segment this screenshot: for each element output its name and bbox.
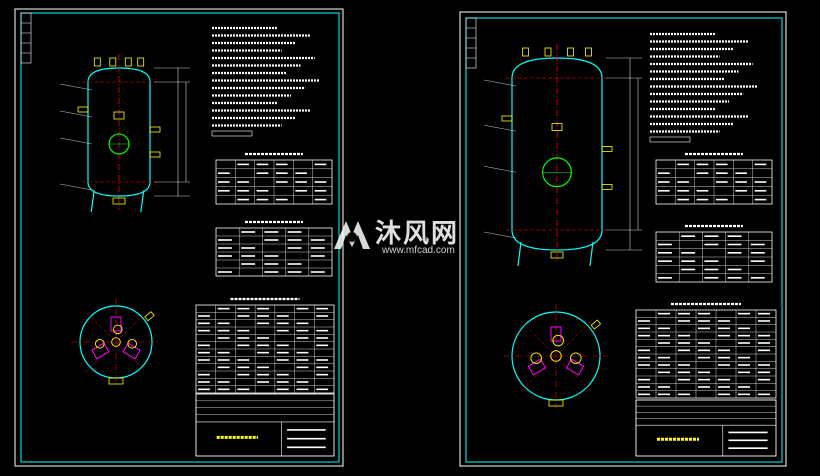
- plan-baffle: [122, 342, 141, 360]
- top-nozzle: [567, 47, 574, 57]
- leader-line: [483, 166, 517, 173]
- side-nozzle: [601, 145, 613, 152]
- plan-bottom-nozzle: [108, 377, 124, 385]
- plan-nozzle: [552, 334, 564, 347]
- plan-side-nozzle: [590, 319, 602, 330]
- sheet-inner-border: [465, 17, 783, 463]
- plan-diagonal: [520, 320, 592, 392]
- watermark-logo-icon: [334, 221, 370, 249]
- support-leg: [589, 241, 594, 267]
- support-leg: [140, 190, 145, 213]
- top-nozzle: [522, 47, 529, 57]
- plan-baffle: [527, 358, 547, 376]
- design-data-table: [215, 152, 333, 205]
- gauge-pad: [551, 123, 563, 131]
- plan-nozzle: [550, 350, 562, 362]
- plan-nozzle: [113, 324, 123, 335]
- title-block: [195, 393, 335, 457]
- plan-nozzle: [570, 352, 582, 364]
- plan-baffle: [110, 316, 122, 332]
- plan-nozzle: [127, 339, 137, 349]
- plan-nozzle: [111, 337, 121, 347]
- vessel-plan-view: [72, 298, 160, 386]
- requirement-box: [649, 136, 691, 143]
- watermark-brand-cn: 沐风网: [375, 219, 460, 249]
- vessel-plan-view: [504, 304, 608, 408]
- requirement-box: [211, 130, 253, 137]
- gauge-pad: [113, 111, 125, 120]
- vessel-elevation: [59, 54, 190, 213]
- bottom-drain-nozzle: [550, 251, 564, 259]
- top-nozzle: [585, 47, 592, 57]
- parts-list: [195, 297, 335, 394]
- plan-baffle: [565, 358, 585, 376]
- top-nozzle: [109, 57, 117, 67]
- plan-baffle: [550, 326, 562, 342]
- sheet-outer-frame: [459, 11, 787, 467]
- top-nozzle: [544, 47, 552, 57]
- plan-bottom-nozzle: [548, 399, 564, 407]
- plan-baffle: [91, 342, 110, 360]
- nozzle-table: [215, 220, 333, 277]
- leader-line: [59, 83, 93, 91]
- side-nozzle: [149, 126, 161, 133]
- leader-line: [59, 137, 93, 145]
- leader-line: [483, 125, 517, 132]
- design-data-table: [655, 152, 773, 205]
- bottom-drain-nozzle: [112, 197, 126, 205]
- title-block: [635, 399, 777, 457]
- technical-requirements-block: [649, 32, 758, 143]
- leader-line: [483, 79, 517, 87]
- side-nozzle: [501, 115, 513, 122]
- side-nozzle: [149, 151, 161, 158]
- top-nozzle: [124, 57, 132, 67]
- plan-nozzle: [530, 352, 542, 364]
- vessel-elevation: [483, 44, 642, 267]
- plan-diagonal: [86, 312, 146, 372]
- revision-column: [465, 17, 477, 69]
- title-block-outline: [635, 399, 777, 457]
- drawing-sheet-left: [14, 8, 344, 467]
- leader-line: [59, 110, 93, 118]
- drawing-sheet-right: [459, 11, 787, 467]
- plan-nozzle: [95, 339, 105, 349]
- plan-side-nozzle: [144, 311, 155, 322]
- watermark: 沐风网 www.mfcad.com: [330, 215, 500, 265]
- title-block-outline: [195, 393, 335, 457]
- top-nozzle: [93, 57, 101, 67]
- leader-line: [59, 183, 93, 191]
- support-leg: [90, 190, 95, 213]
- revision-column: [20, 12, 32, 64]
- support-leg: [517, 241, 522, 267]
- side-nozzle: [77, 106, 89, 113]
- top-nozzle: [137, 57, 145, 67]
- sheet-outer-frame: [14, 8, 344, 467]
- parts-list: [635, 302, 777, 399]
- nozzle-table: [655, 224, 773, 283]
- leader-line: [483, 231, 517, 239]
- technical-requirements-block: [211, 26, 320, 137]
- watermark-brand-en: www.mfcad.com: [382, 245, 455, 256]
- side-nozzle: [601, 183, 613, 190]
